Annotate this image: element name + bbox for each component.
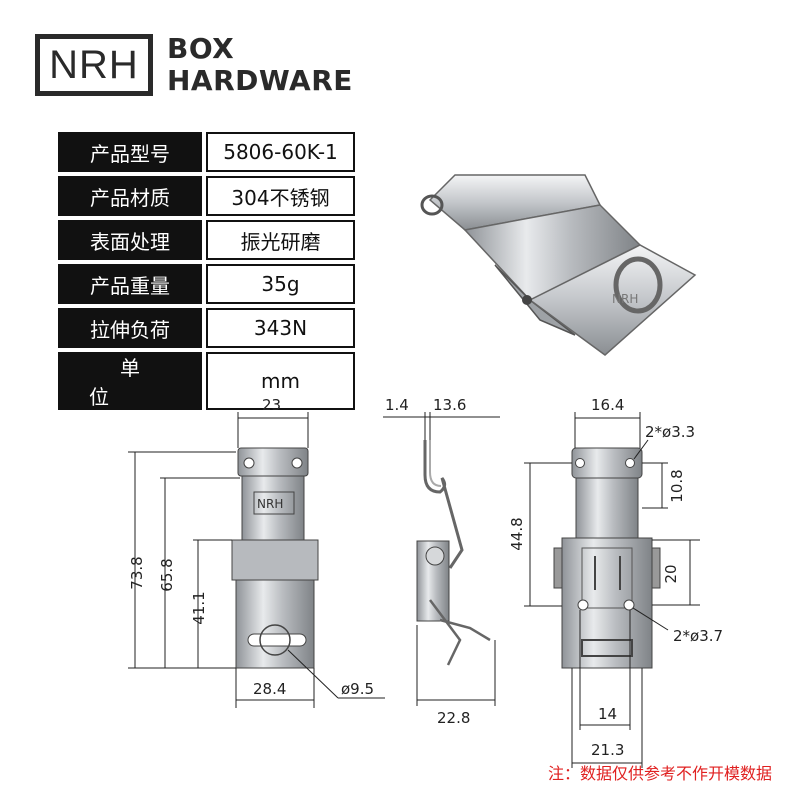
dim-front-bottom-width: 28.4: [253, 680, 286, 698]
dim-front-mid-height: 65.8: [158, 558, 176, 591]
spec-key: 产品材质: [58, 176, 202, 216]
product-photo: NRH: [420, 174, 697, 356]
spec-key: 表面处理: [58, 220, 202, 260]
spec-value: 35g: [206, 264, 355, 304]
spec-key: 单位: [58, 352, 202, 410]
spec-value: 343N: [206, 308, 355, 348]
logo-mark: NRH: [35, 34, 153, 96]
disclaimer-note: 注：数据仅供参考不作开模数据: [547, 764, 772, 783]
dim-back-base-holes: 2*ø3.7: [673, 627, 723, 645]
front-plate-logo: NRH: [257, 497, 283, 511]
dim-front-total-height: 73.8: [128, 556, 146, 589]
photo-logo-text: NRH: [612, 292, 638, 306]
dim-side-offset: 13.6: [433, 396, 466, 414]
spec-key-unit: 单位: [89, 356, 202, 409]
spec-value: 振光研磨: [206, 220, 355, 260]
dim-back-inner-width: 14: [598, 705, 617, 723]
dim-back-base-height: 20: [662, 564, 680, 583]
dim-back-base-width: 21.3: [591, 741, 624, 759]
spec-row: 表面处理振光研磨: [58, 220, 355, 260]
spec-key: 拉伸负荷: [58, 308, 202, 348]
spec-value: mm: [206, 352, 355, 410]
dim-side-thickness: 1.4: [385, 396, 409, 414]
spec-key: 产品重量: [58, 264, 202, 304]
dim-back-top-width: 16.4: [591, 396, 624, 414]
brand-line-1: BOX: [167, 32, 235, 65]
dim-back-top-holes: 2*ø3.3: [645, 423, 695, 441]
back-view: 16.4 2*ø3.3 10.8 44.8 20 2*ø3.7 14 21.3: [508, 396, 723, 768]
spec-value: 304不锈钢: [206, 176, 355, 216]
brand-line-2: HARDWARE: [167, 64, 353, 97]
side-view: 1.4 13.6 22.8: [383, 396, 500, 727]
brand-logo: NRH BOX HARDWARE: [35, 33, 353, 97]
dim-back-main-height: 44.8: [508, 517, 526, 550]
spec-value: 5806-60K-1: [206, 132, 355, 172]
dim-front-low-height: 41.1: [190, 591, 208, 624]
logo-mark-text: NRH: [49, 42, 139, 87]
brand-name: BOX HARDWARE: [167, 33, 353, 97]
front-view: NRH 23 73.8 65.8 41.1 28.4 ø9.5: [128, 396, 385, 708]
dim-front-hole: ø9.5: [341, 680, 374, 698]
spec-key: 产品型号: [58, 132, 202, 172]
dim-front-top-width: 23: [262, 396, 281, 414]
dim-side-depth: 22.8: [437, 709, 470, 727]
dim-back-top-height: 10.8: [668, 469, 686, 502]
